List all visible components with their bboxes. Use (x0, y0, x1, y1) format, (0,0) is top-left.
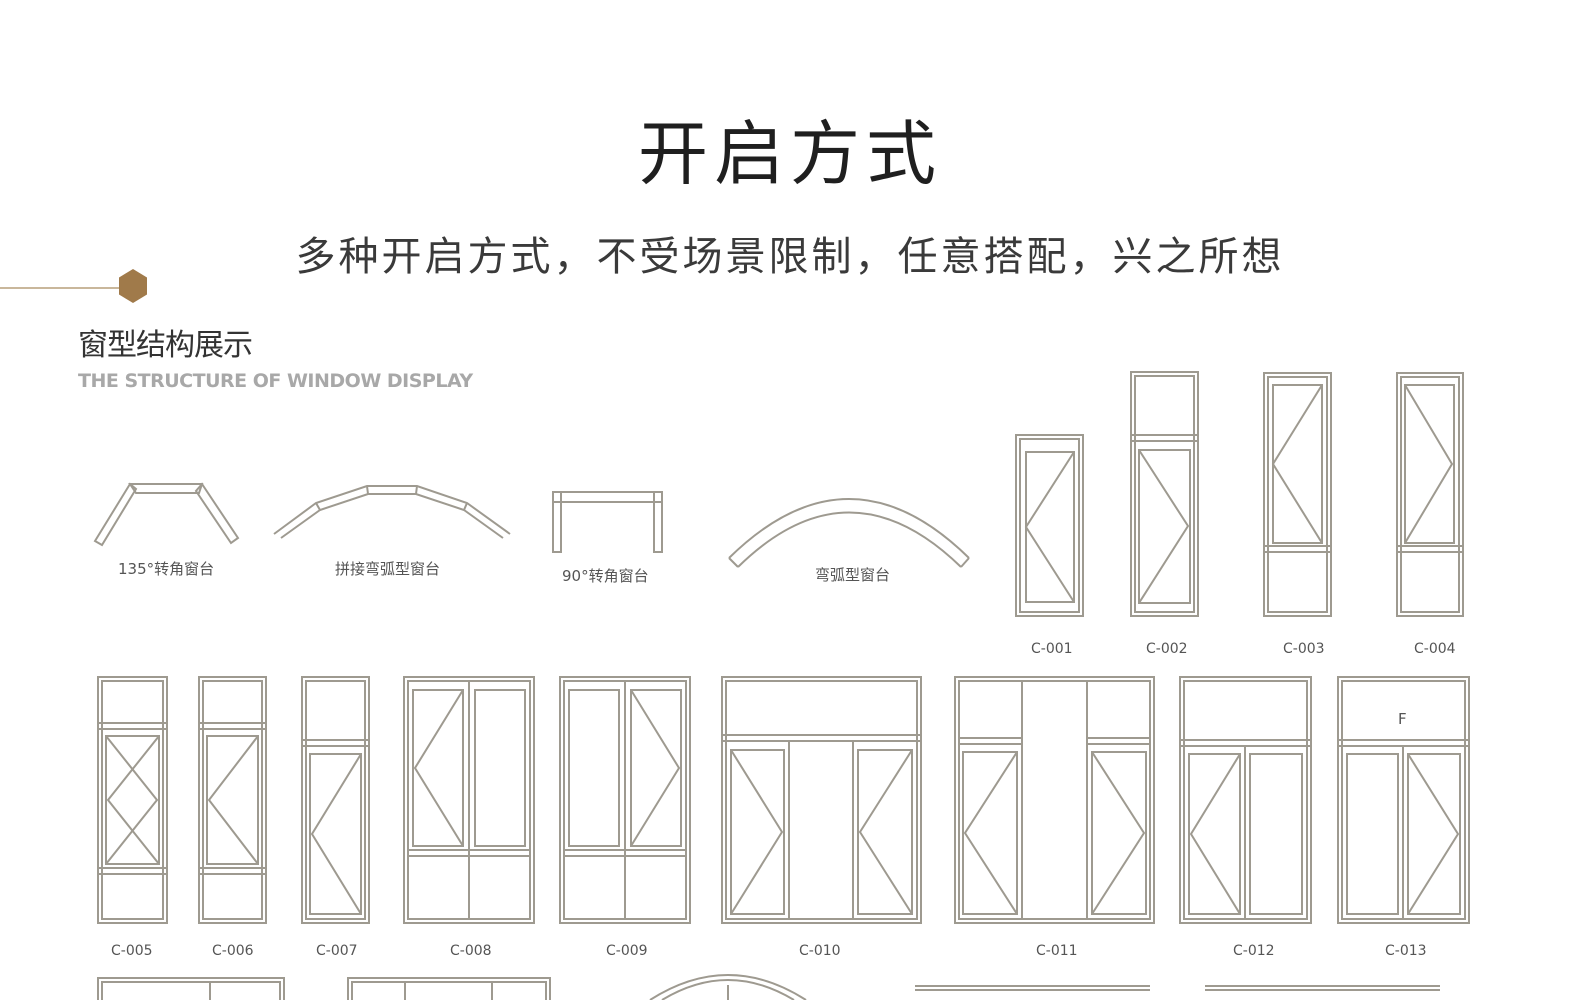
section-title: 窗型结构展示 (78, 328, 253, 363)
window-label: C-011 (1036, 943, 1078, 959)
corner-90-label: 90°转角窗台 (562, 567, 649, 585)
window-c006: C-006 (198, 676, 267, 959)
window-label: C-012 (1233, 943, 1275, 959)
window-c001: C-001 (1015, 434, 1084, 657)
window-c008: C-008 (403, 676, 535, 959)
window-label: C-013 (1385, 943, 1427, 959)
window-label: C-001 (1031, 641, 1073, 657)
accent-divider (0, 287, 122, 289)
fixed-pane-mark: F (1398, 710, 1407, 728)
window-c011: C-011 (954, 676, 1155, 959)
window-c004: C-004 (1396, 372, 1464, 657)
page-title: 开启方式 (638, 113, 942, 195)
corner-90-diagram: 90°转角窗台 (552, 491, 663, 585)
window-label: C-007 (316, 943, 358, 959)
window-c012: C-012 (1179, 676, 1312, 959)
arc-sill-diagram: 弯弧型窗台 (728, 498, 970, 584)
window-c003: C-003 (1263, 372, 1332, 657)
window-label: C-010 (799, 943, 841, 959)
corner-135-label: 135°转角窗台 (118, 560, 214, 578)
section-subtitle: THE STRUCTURE OF WINDOW DISPLAY (78, 370, 473, 392)
window-label: C-002 (1146, 641, 1188, 657)
spliced-arc-diagram: 拼接弯弧型窗台 (273, 485, 511, 578)
window-label: C-005 (111, 943, 153, 959)
window-c005: C-005 (97, 676, 168, 959)
window-label: C-008 (450, 943, 492, 959)
window-c007: C-007 (301, 676, 370, 959)
spliced-arc-label: 拼接弯弧型窗台 (335, 560, 440, 578)
window-c009: C-009 (559, 676, 691, 959)
page-subtitle: 多种开启方式，不受场景限制，任意搭配，兴之所想 (295, 234, 1285, 280)
partial-windows-row (97, 974, 1440, 1000)
window-c002: C-002 (1130, 371, 1199, 657)
window-label: C-009 (606, 943, 648, 959)
window-label: C-004 (1414, 641, 1456, 657)
window-label: C-006 (212, 943, 254, 959)
window-label: C-003 (1283, 641, 1325, 657)
corner-135-diagram: 135°转角窗台 (93, 482, 240, 578)
arc-sill-label: 弯弧型窗台 (815, 566, 890, 584)
window-c013: F C-013 (1337, 676, 1470, 959)
window-c010: C-010 (721, 676, 922, 959)
